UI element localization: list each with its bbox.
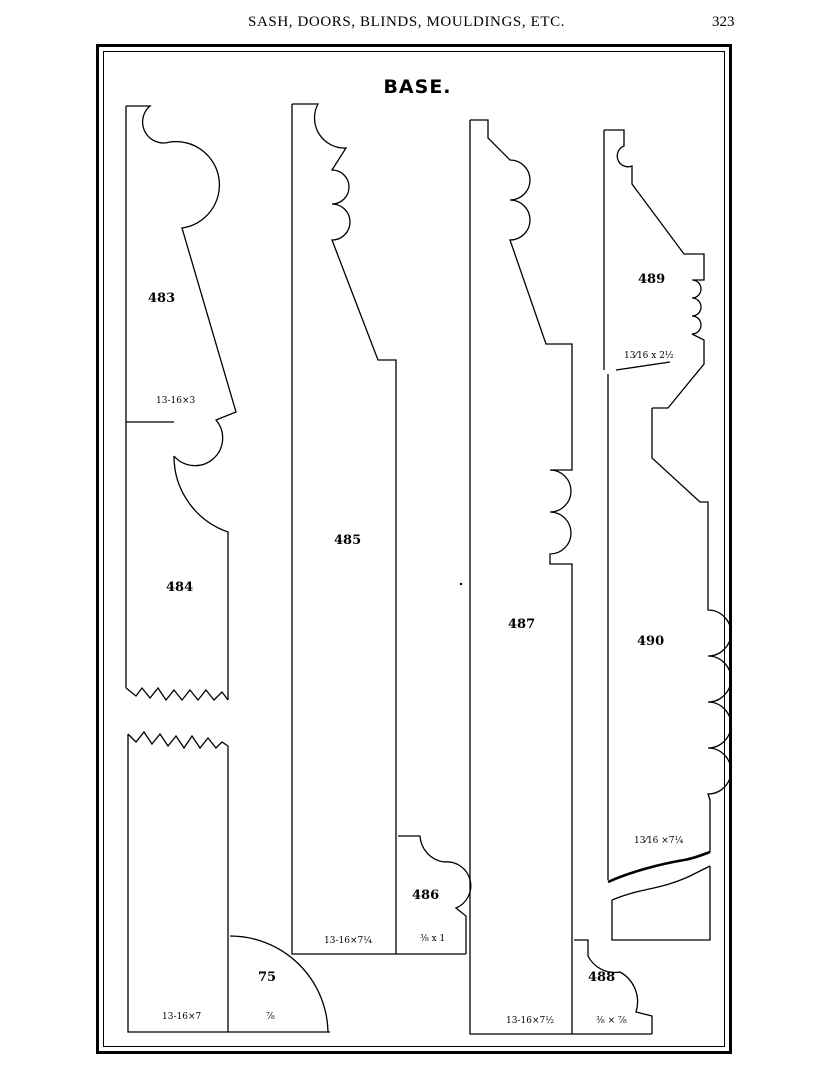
profile-484-number: 484	[166, 580, 194, 595]
plate-title: BASE.	[383, 76, 452, 98]
profile-75-number: 75	[258, 970, 277, 985]
profile-486-size: ⅜ x 1	[420, 934, 446, 944]
page-number: 323	[712, 14, 735, 30]
profile-lower-left-size: 13-16×7	[162, 1012, 202, 1022]
stray-dot	[459, 582, 463, 586]
profile-488-number: 488	[588, 970, 616, 985]
profile-490-size: 13⁄16 ×7¼	[634, 836, 684, 846]
profile-489-drawing	[603, 129, 705, 409]
profile-485-drawing	[291, 103, 466, 955]
profile-483-drawing	[125, 105, 237, 467]
profile-75-size: ⅞	[266, 1012, 275, 1022]
profile-486-number: 486	[412, 888, 440, 903]
profile-487-size: 13-16×7½	[506, 1016, 554, 1026]
profile-486-drawing	[398, 835, 472, 954]
profile-483-number: 483	[148, 291, 176, 306]
profile-490-drawing	[607, 374, 732, 941]
profile-489-size: 13⁄16 x 2½	[624, 351, 674, 361]
profile-487-drawing	[469, 119, 652, 1035]
profile-lower-left-drawing	[127, 730, 330, 1033]
profile-490-number: 490	[637, 634, 665, 649]
profile-488-drawing	[574, 939, 653, 1034]
profile-75-drawing	[229, 935, 329, 1033]
profile-485-number: 485	[334, 533, 362, 548]
profile-487-number: 487	[508, 617, 536, 632]
profile-488-size: ⅜ × ⅞	[596, 1016, 627, 1026]
profile-484-drawing	[125, 422, 229, 702]
profile-485-size: 13-16×7¼	[324, 936, 372, 946]
running-head: SASH, DOORS, BLINDS, MOULDINGS, ETC.	[248, 14, 566, 30]
profile-489-number: 489	[638, 272, 666, 287]
plate-border-outer	[96, 44, 732, 1054]
plate-border-inner	[103, 51, 725, 1047]
profile-483-size: 13-16×3	[156, 396, 196, 406]
